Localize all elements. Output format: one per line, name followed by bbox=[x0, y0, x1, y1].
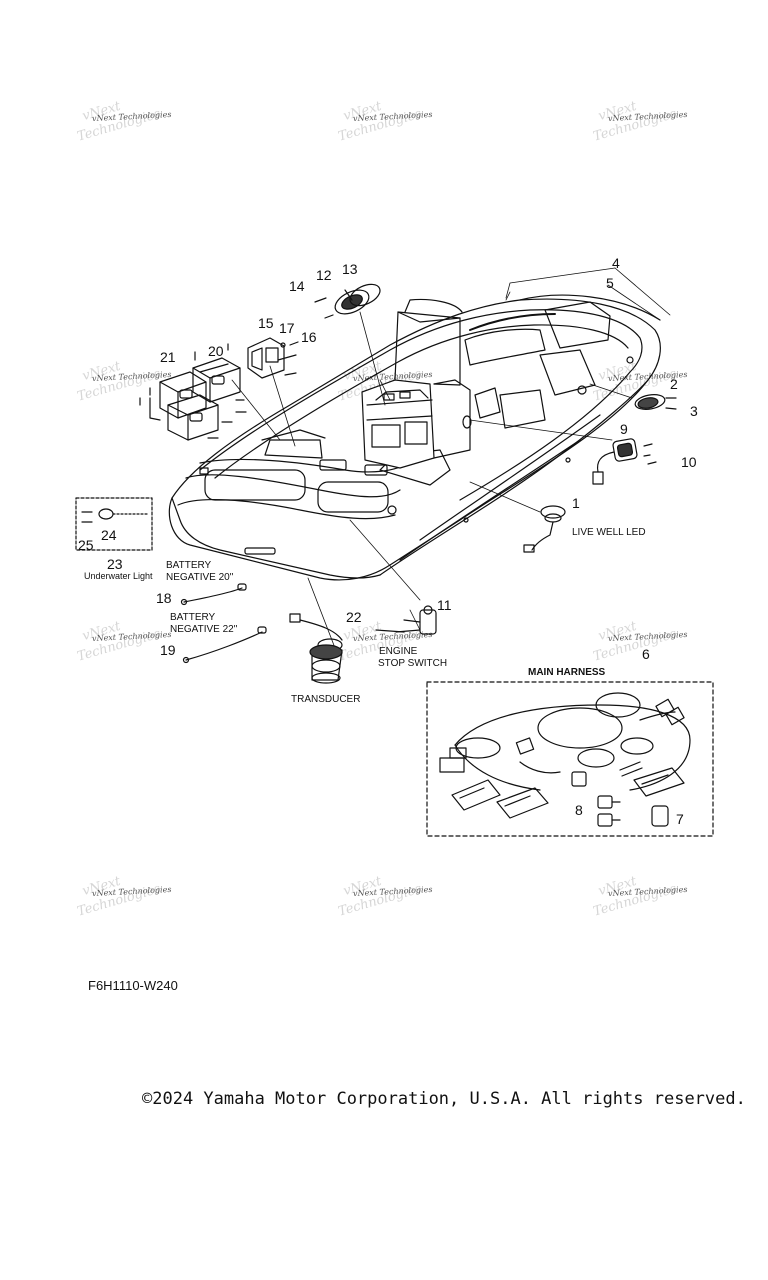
label-main-harness: MAIN HARNESS bbox=[528, 667, 606, 678]
live-well-led bbox=[523, 505, 566, 553]
callout-numbers: 4 5 13 12 14 15 17 16 20 21 2 3 9 10 1 2… bbox=[78, 255, 698, 827]
callout-5: 5 bbox=[606, 275, 614, 291]
callout-14: 14 bbox=[289, 278, 305, 294]
label-underwater-light: Underwater Light bbox=[84, 571, 153, 581]
callout-22: 22 bbox=[346, 609, 362, 625]
callout-25: 25 bbox=[78, 537, 94, 553]
label-battery-1: BATTERY bbox=[166, 560, 212, 571]
leader-lines bbox=[231, 267, 671, 649]
callout-1: 1 bbox=[572, 495, 580, 511]
callout-3: 3 bbox=[690, 403, 698, 419]
callout-9: 9 bbox=[620, 421, 628, 437]
label-negative-22: NEGATIVE 22" bbox=[170, 624, 238, 635]
callout-24: 24 bbox=[101, 527, 117, 543]
callout-10: 10 bbox=[681, 454, 697, 470]
label-engine: ENGINE bbox=[379, 646, 418, 657]
callout-8: 8 bbox=[575, 802, 583, 818]
callout-20: 20 bbox=[208, 343, 224, 359]
switch-module bbox=[247, 337, 299, 379]
callout-15: 15 bbox=[258, 315, 274, 331]
callout-17: 17 bbox=[279, 320, 295, 336]
transducer bbox=[289, 613, 343, 684]
callout-2: 2 bbox=[670, 376, 678, 392]
label-stop-switch: STOP SWITCH bbox=[378, 658, 447, 669]
callout-6: 6 bbox=[642, 646, 650, 662]
underwater-light bbox=[75, 497, 153, 551]
label-live-well-led: LIVE WELL LED bbox=[572, 527, 646, 538]
courtesy-light bbox=[592, 438, 657, 485]
diagram-code: F6H1110-W240 bbox=[88, 978, 178, 993]
copyright-notice: ©2024 Yamaha Motor Corporation, U.S.A. A… bbox=[142, 1089, 746, 1109]
callout-11: 11 bbox=[437, 597, 452, 613]
boat-hull bbox=[168, 294, 661, 581]
callout-18: 18 bbox=[156, 590, 172, 606]
callout-21: 21 bbox=[160, 349, 176, 365]
label-battery-2: BATTERY bbox=[170, 612, 216, 623]
label-negative-20: NEGATIVE 20" bbox=[166, 572, 234, 583]
label-transducer: TRANSDUCER bbox=[291, 694, 360, 705]
engine-stop-switch bbox=[375, 605, 437, 635]
part-labels: LIVE WELL LED Underwater Light BATTERY N… bbox=[84, 527, 646, 705]
callout-19: 19 bbox=[160, 642, 176, 658]
callout-13: 13 bbox=[342, 261, 358, 277]
callout-16: 16 bbox=[301, 329, 317, 345]
callout-23: 23 bbox=[107, 556, 123, 572]
callout-4: 4 bbox=[612, 255, 620, 271]
callout-7: 7 bbox=[676, 811, 684, 827]
battery-boxes bbox=[139, 343, 247, 441]
side-light bbox=[634, 394, 677, 410]
callout-12: 12 bbox=[316, 267, 332, 283]
battery-cables bbox=[180, 583, 267, 664]
main-harness bbox=[426, 681, 714, 837]
speaker-assembly bbox=[314, 283, 381, 319]
